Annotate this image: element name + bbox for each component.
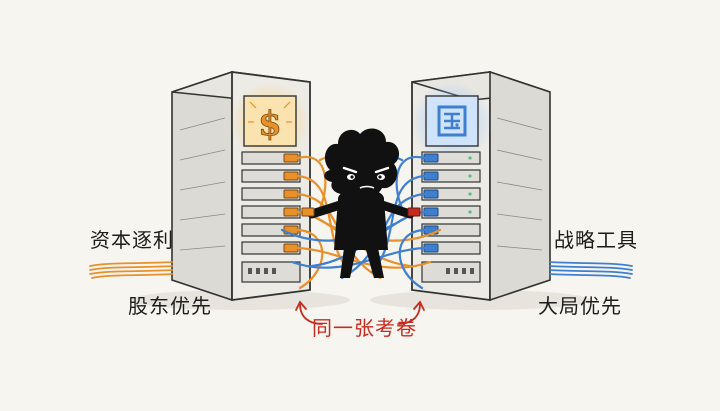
left-outside-cables — [89, 261, 173, 279]
jade-seal-icon — [437, 105, 467, 137]
dollar-sign-icon: $ — [248, 101, 292, 144]
label-strategic-tool: 战略工具 — [554, 228, 638, 252]
red-plug — [407, 207, 421, 217]
svg-text:$: $ — [258, 104, 282, 144]
left-server: $ — [171, 70, 311, 302]
label-overall-first: 大局优先 — [538, 294, 622, 318]
red-curved-arrow — [295, 300, 425, 325]
figure-body — [334, 188, 388, 250]
right-server — [411, 70, 551, 302]
label-capital-profit: 资本逐利 — [90, 228, 174, 252]
shadow-figure — [301, 128, 421, 278]
right-shadow — [370, 290, 590, 310]
orange-plug — [301, 207, 315, 217]
left-shadow — [130, 290, 350, 310]
right-outside-cables — [549, 261, 633, 279]
label-same-exam: 同一张考卷 — [312, 316, 417, 340]
label-shareholder-first: 股东优先 — [128, 294, 212, 318]
